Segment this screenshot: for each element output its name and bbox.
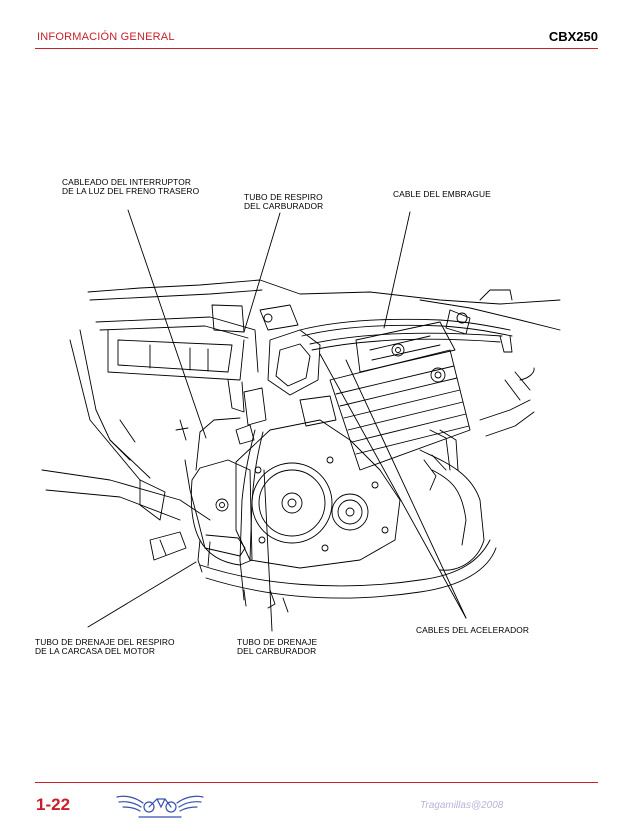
label-carb-breather-tube: TUBO DE RESPIRO DEL CARBURADOR	[244, 192, 324, 212]
model-name: CBX250	[548, 29, 598, 44]
label-clutch-cable: CABLE DEL EMBRAGUE	[393, 189, 491, 199]
header-rule	[35, 48, 598, 49]
label-throttle-cables: CABLES DEL ACELERADOR	[416, 625, 530, 635]
label-rear-brake-switch-wiring: CABLEADO DEL INTERRUPTOR DE LA LUZ DEL F…	[62, 177, 200, 197]
label-carb-drain-tube: TUBO DE DRENAJE DEL CARBURADOR	[237, 637, 318, 657]
credit-text: Tragamillas@2008	[420, 800, 504, 811]
section-title: INFORMACIÓN GENERAL	[37, 31, 175, 43]
page-number: 1-22	[36, 795, 71, 814]
footer-rule	[35, 782, 598, 783]
label-crankcase-breather-drain: TUBO DE DRENAJE DEL RESPIRO DE LA CARCAS…	[35, 637, 175, 657]
winged-motorcycle-logo-icon	[116, 795, 204, 818]
